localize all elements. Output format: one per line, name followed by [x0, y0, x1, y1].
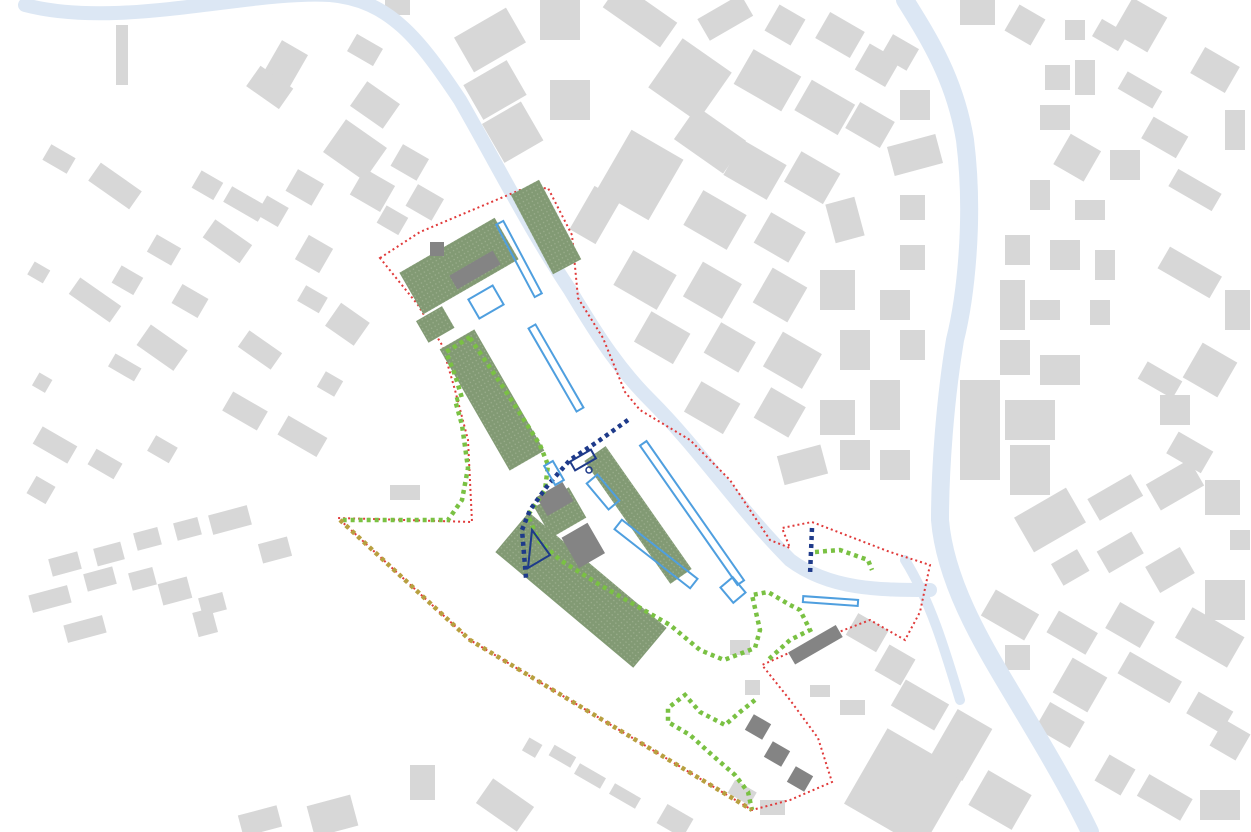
site-building-long-west	[439, 329, 545, 471]
site-building-north-east	[510, 179, 582, 275]
blue-routes	[519, 418, 815, 579]
site-boundary	[335, 186, 932, 812]
green-route-south	[665, 691, 757, 811]
site-buildings	[399, 179, 692, 668]
triangle-marker	[526, 527, 552, 570]
green-route-diagonal	[338, 518, 754, 812]
green-route-western-loop	[340, 335, 472, 523]
green-route-east	[814, 547, 875, 571]
blue-route-main	[519, 418, 630, 579]
background-buildings	[26, 0, 1251, 832]
point-marker	[585, 466, 593, 474]
site-building-south	[495, 512, 667, 668]
bench-marker	[568, 448, 598, 472]
site-building-east	[584, 446, 692, 584]
site-building-small	[416, 306, 455, 343]
site-building-north	[399, 217, 519, 315]
site-annexes	[430, 242, 843, 792]
outlined-structures	[467, 219, 860, 608]
green-routes	[338, 335, 875, 812]
